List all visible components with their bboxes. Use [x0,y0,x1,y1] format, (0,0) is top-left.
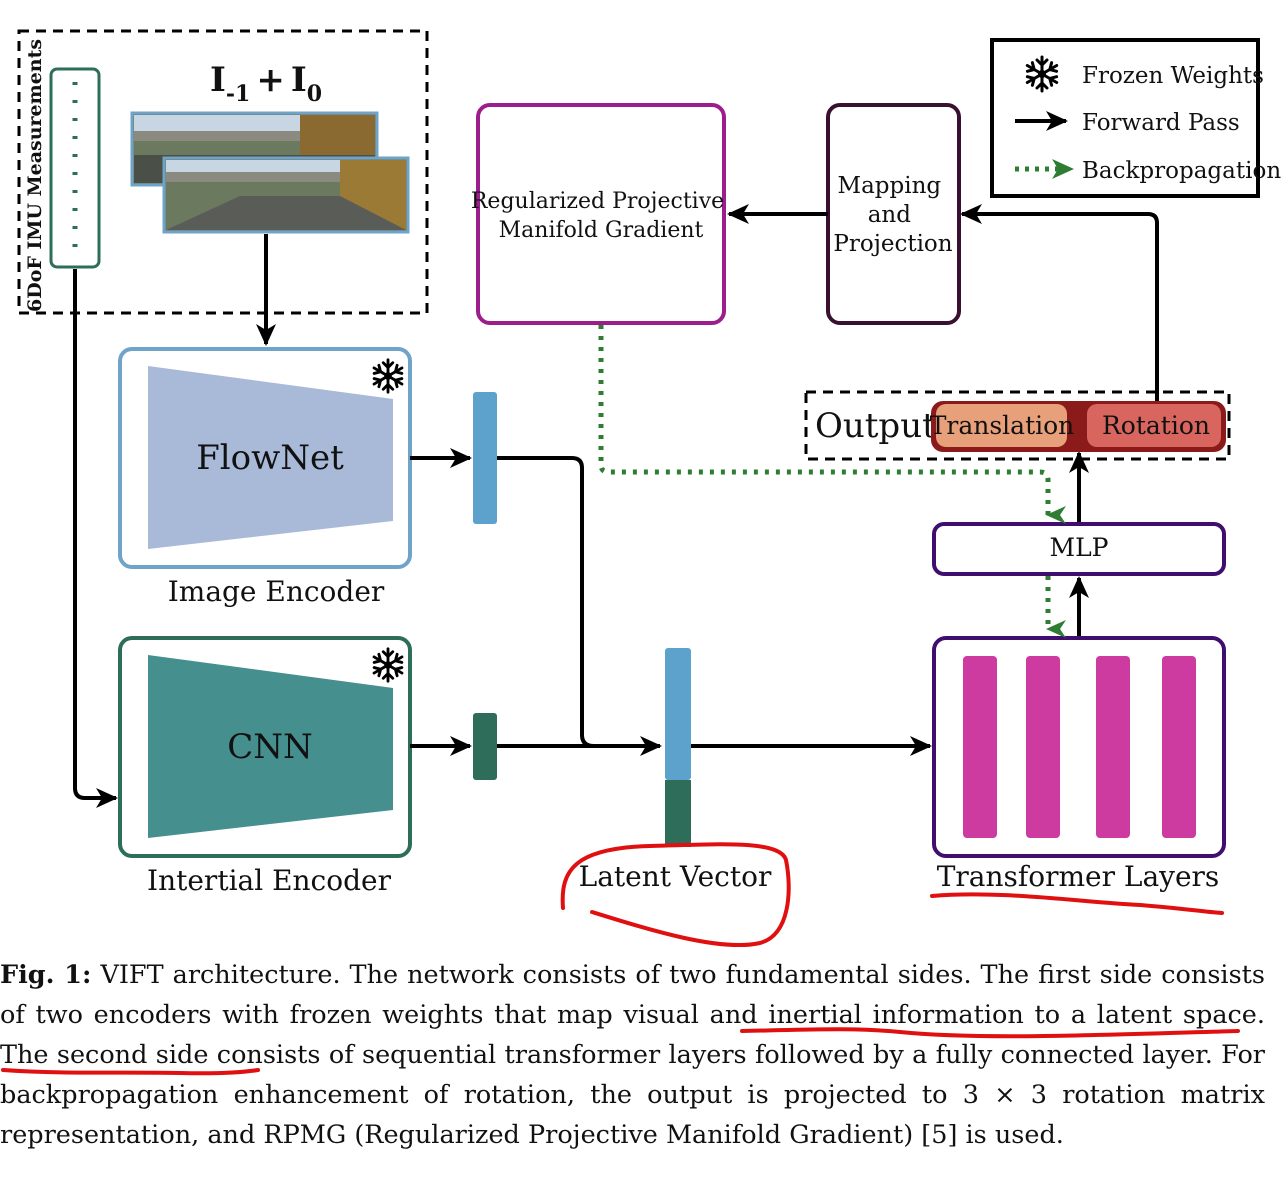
imu-measurements: 6DoF IMU Measurements [24,39,101,312]
frames-label: I-1+I0 [210,60,322,107]
architecture-diagram: 6DoF IMU Measurements I-1+I0 FlowNet Ima… [17,29,1281,897]
inertial-encoder: CNN [118,636,412,858]
inertial-encoder-caption: Intertial Encoder [147,864,392,897]
transformer-block [932,636,1226,858]
legend-backprop-arrowhead-icon [1052,159,1074,179]
transformer-layer [1096,656,1130,838]
flownet-label: FlowNet [196,438,344,478]
output-region [804,390,1231,461]
output-bar [931,401,1226,452]
legend-forward-label: Forward Pass [1082,110,1240,136]
image-encoder: FlowNet [118,347,412,569]
imu-to-cnn-arrow [73,269,118,808]
output-to-mapping-arrow [960,204,1159,401]
figure-label: Fig. 1: [0,960,92,990]
caption-underlined-text: map visual and inertial information to a… [557,1000,1265,1030]
input-region [17,29,429,315]
figure-caption: Fig. 1: VIFT architecture. The network c… [0,955,1265,1155]
image-encoder-caption: Image Encoder [168,575,385,608]
cnn-label: CNN [227,727,313,767]
rpmg-label: Regularized Projective Manifold Gradient [471,189,731,243]
mlp-block [932,522,1226,576]
caption-text-2: The second side consists of sequential t… [0,1040,1265,1150]
transformer-layer [1162,656,1196,838]
output-label: Output [815,406,936,446]
legend-backprop-label: Backpropagation [1082,158,1281,184]
imu-label: 6DoF IMU Measurements [24,39,46,312]
translation-label: Translation [930,411,1075,440]
transformer-layer [1026,656,1060,838]
latent-vector [665,648,691,847]
mlp-label: MLP [1049,533,1108,562]
transformer-caption: Transformer Layers [937,860,1220,893]
transformer-layer [963,656,997,838]
caption-text-1: VIFT architecture. The network consists … [0,960,1265,1030]
rotation-label: Rotation [1102,411,1210,440]
road-photo-front [162,156,410,234]
mapping-label: Mapping and Projection [833,173,952,257]
legend-frozen-label: Frozen Weights [1082,63,1264,89]
inertial-feature-vector [473,713,497,780]
latent-vector-caption: Latent Vector [579,860,772,893]
image-feature-vector [473,392,497,524]
rpmg-block [476,103,726,325]
image-feature-to-latent-arrow [497,456,662,756]
